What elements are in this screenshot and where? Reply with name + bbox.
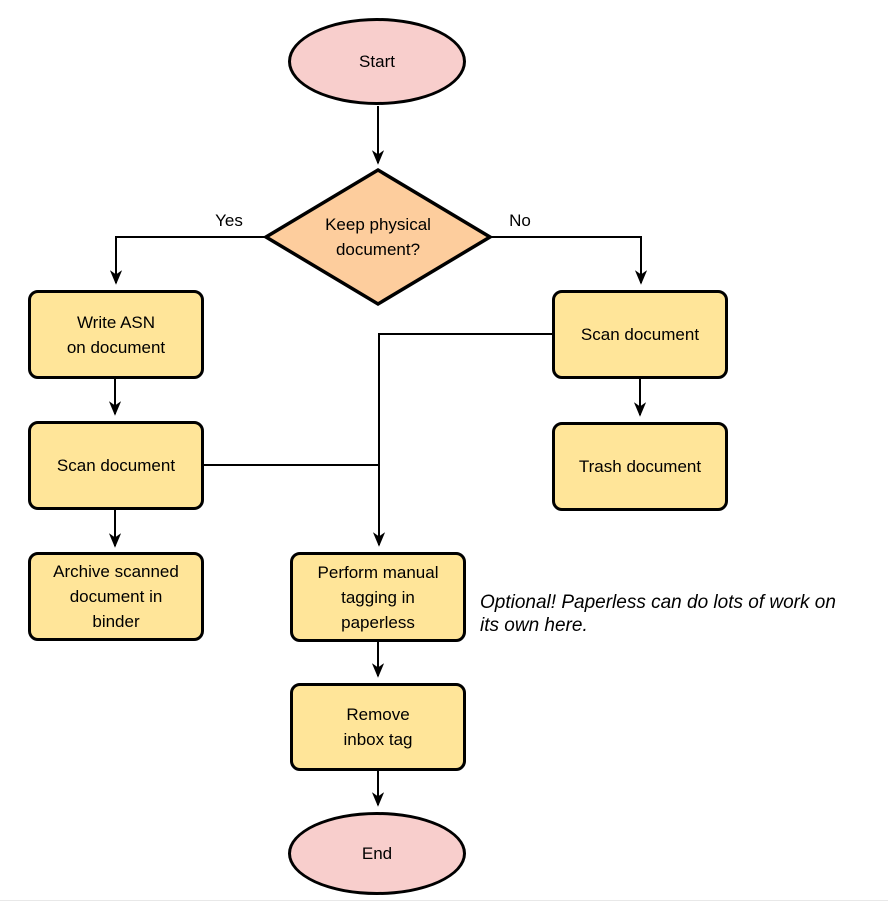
- node-remove-inbox-tag-label: Remove inbox tag: [343, 705, 413, 749]
- annotation-optional-paperless: Optional! Paperless can do lots of work …: [480, 592, 836, 636]
- node-manual-tagging-label: Perform manual tagging in paperless: [317, 562, 439, 632]
- node-manual-tagging: Perform manual tagging in paperless: [290, 552, 466, 642]
- node-archive-binder-label: Archive scanned document in binder: [53, 562, 179, 631]
- node-start: Start: [288, 18, 466, 105]
- node-trash-document: Trash document: [552, 422, 728, 511]
- node-write-asn-label: Write ASN on document: [66, 312, 166, 357]
- node-scan-left-label: Scan document: [56, 456, 176, 475]
- edge-decision-yes: [116, 236, 266, 283]
- node-archive-binder: Archive scanned document in binder: [28, 552, 204, 641]
- edge-label-no: No: [509, 211, 531, 230]
- node-start-label: Start: [359, 52, 395, 71]
- decision-diamond-shape: [262, 167, 494, 307]
- node-decision-keep-physical: Keep physical document?: [290, 203, 466, 271]
- edge-label-yes: Yes: [215, 211, 243, 230]
- node-scan-document-right: Scan document: [552, 290, 728, 379]
- node-end: End: [288, 812, 466, 895]
- node-decision-label: Keep physical document?: [325, 215, 431, 259]
- node-remove-inbox-tag: Remove inbox tag: [290, 683, 466, 771]
- node-scan-right-label: Scan document: [580, 325, 700, 344]
- node-end-label: End: [361, 844, 393, 863]
- node-write-asn: Write ASN on document: [28, 290, 204, 379]
- node-scan-document-left: Scan document: [28, 421, 204, 510]
- bottom-divider: [0, 900, 888, 901]
- edge-decision-no: [490, 236, 641, 283]
- node-trash-document-label: Trash document: [578, 457, 702, 476]
- edge-scanright-to-tagging: [379, 333, 552, 545]
